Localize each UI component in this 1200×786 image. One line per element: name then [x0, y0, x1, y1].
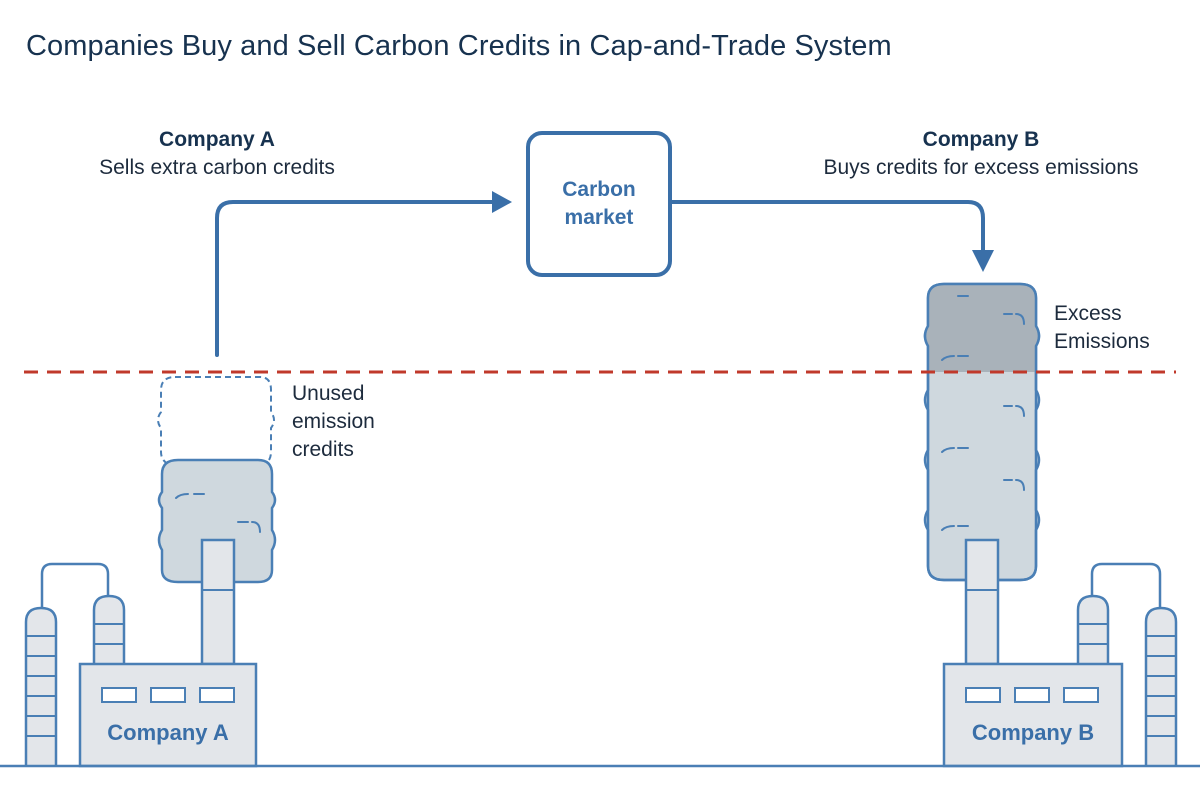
buy-arrow	[670, 200, 985, 258]
unused-credits-line-2: emission	[292, 410, 375, 433]
unused-credits-line-1: Unused	[292, 382, 365, 405]
unused-credits-cloud	[157, 376, 275, 467]
buyer-description: Buys credits for excess emissions	[823, 156, 1139, 179]
seller-description: Sells extra carbon credits	[99, 156, 335, 179]
carbon-market-label: Carbon market	[528, 176, 670, 232]
diagram-title: Companies Buy and Sell Carbon Credits in…	[26, 30, 892, 62]
carbon-market-box	[526, 131, 672, 277]
seller-heading: Company A	[159, 128, 275, 151]
sell-arrowhead	[492, 191, 512, 213]
excess-emissions-label: Excess Emissions	[1054, 300, 1150, 356]
carbon-market-line-1: Carbon	[562, 178, 636, 201]
company-b-factory-label: Company B	[971, 720, 1095, 745]
buyer-heading: Company B	[922, 128, 1040, 151]
seller-label: Company A Sells extra carbon credits	[82, 126, 352, 182]
buyer-label: Company B Buys credits for excess emissi…	[800, 126, 1162, 182]
company-b-smoke	[923, 282, 1041, 582]
company-a-factory	[24, 538, 258, 768]
excess-emissions-line-1: Excess	[1054, 302, 1122, 325]
carbon-market-line-2: market	[564, 206, 634, 229]
unused-credits-line-3: credits	[292, 438, 354, 461]
sell-arrow	[215, 200, 502, 357]
buy-arrowhead	[972, 250, 994, 272]
unused-credits-label: Unused emission credits	[292, 380, 375, 464]
excess-emissions-line-2: Emissions	[1054, 330, 1150, 353]
company-a-smoke	[157, 458, 277, 584]
company-a-factory-label: Company A	[107, 720, 229, 745]
